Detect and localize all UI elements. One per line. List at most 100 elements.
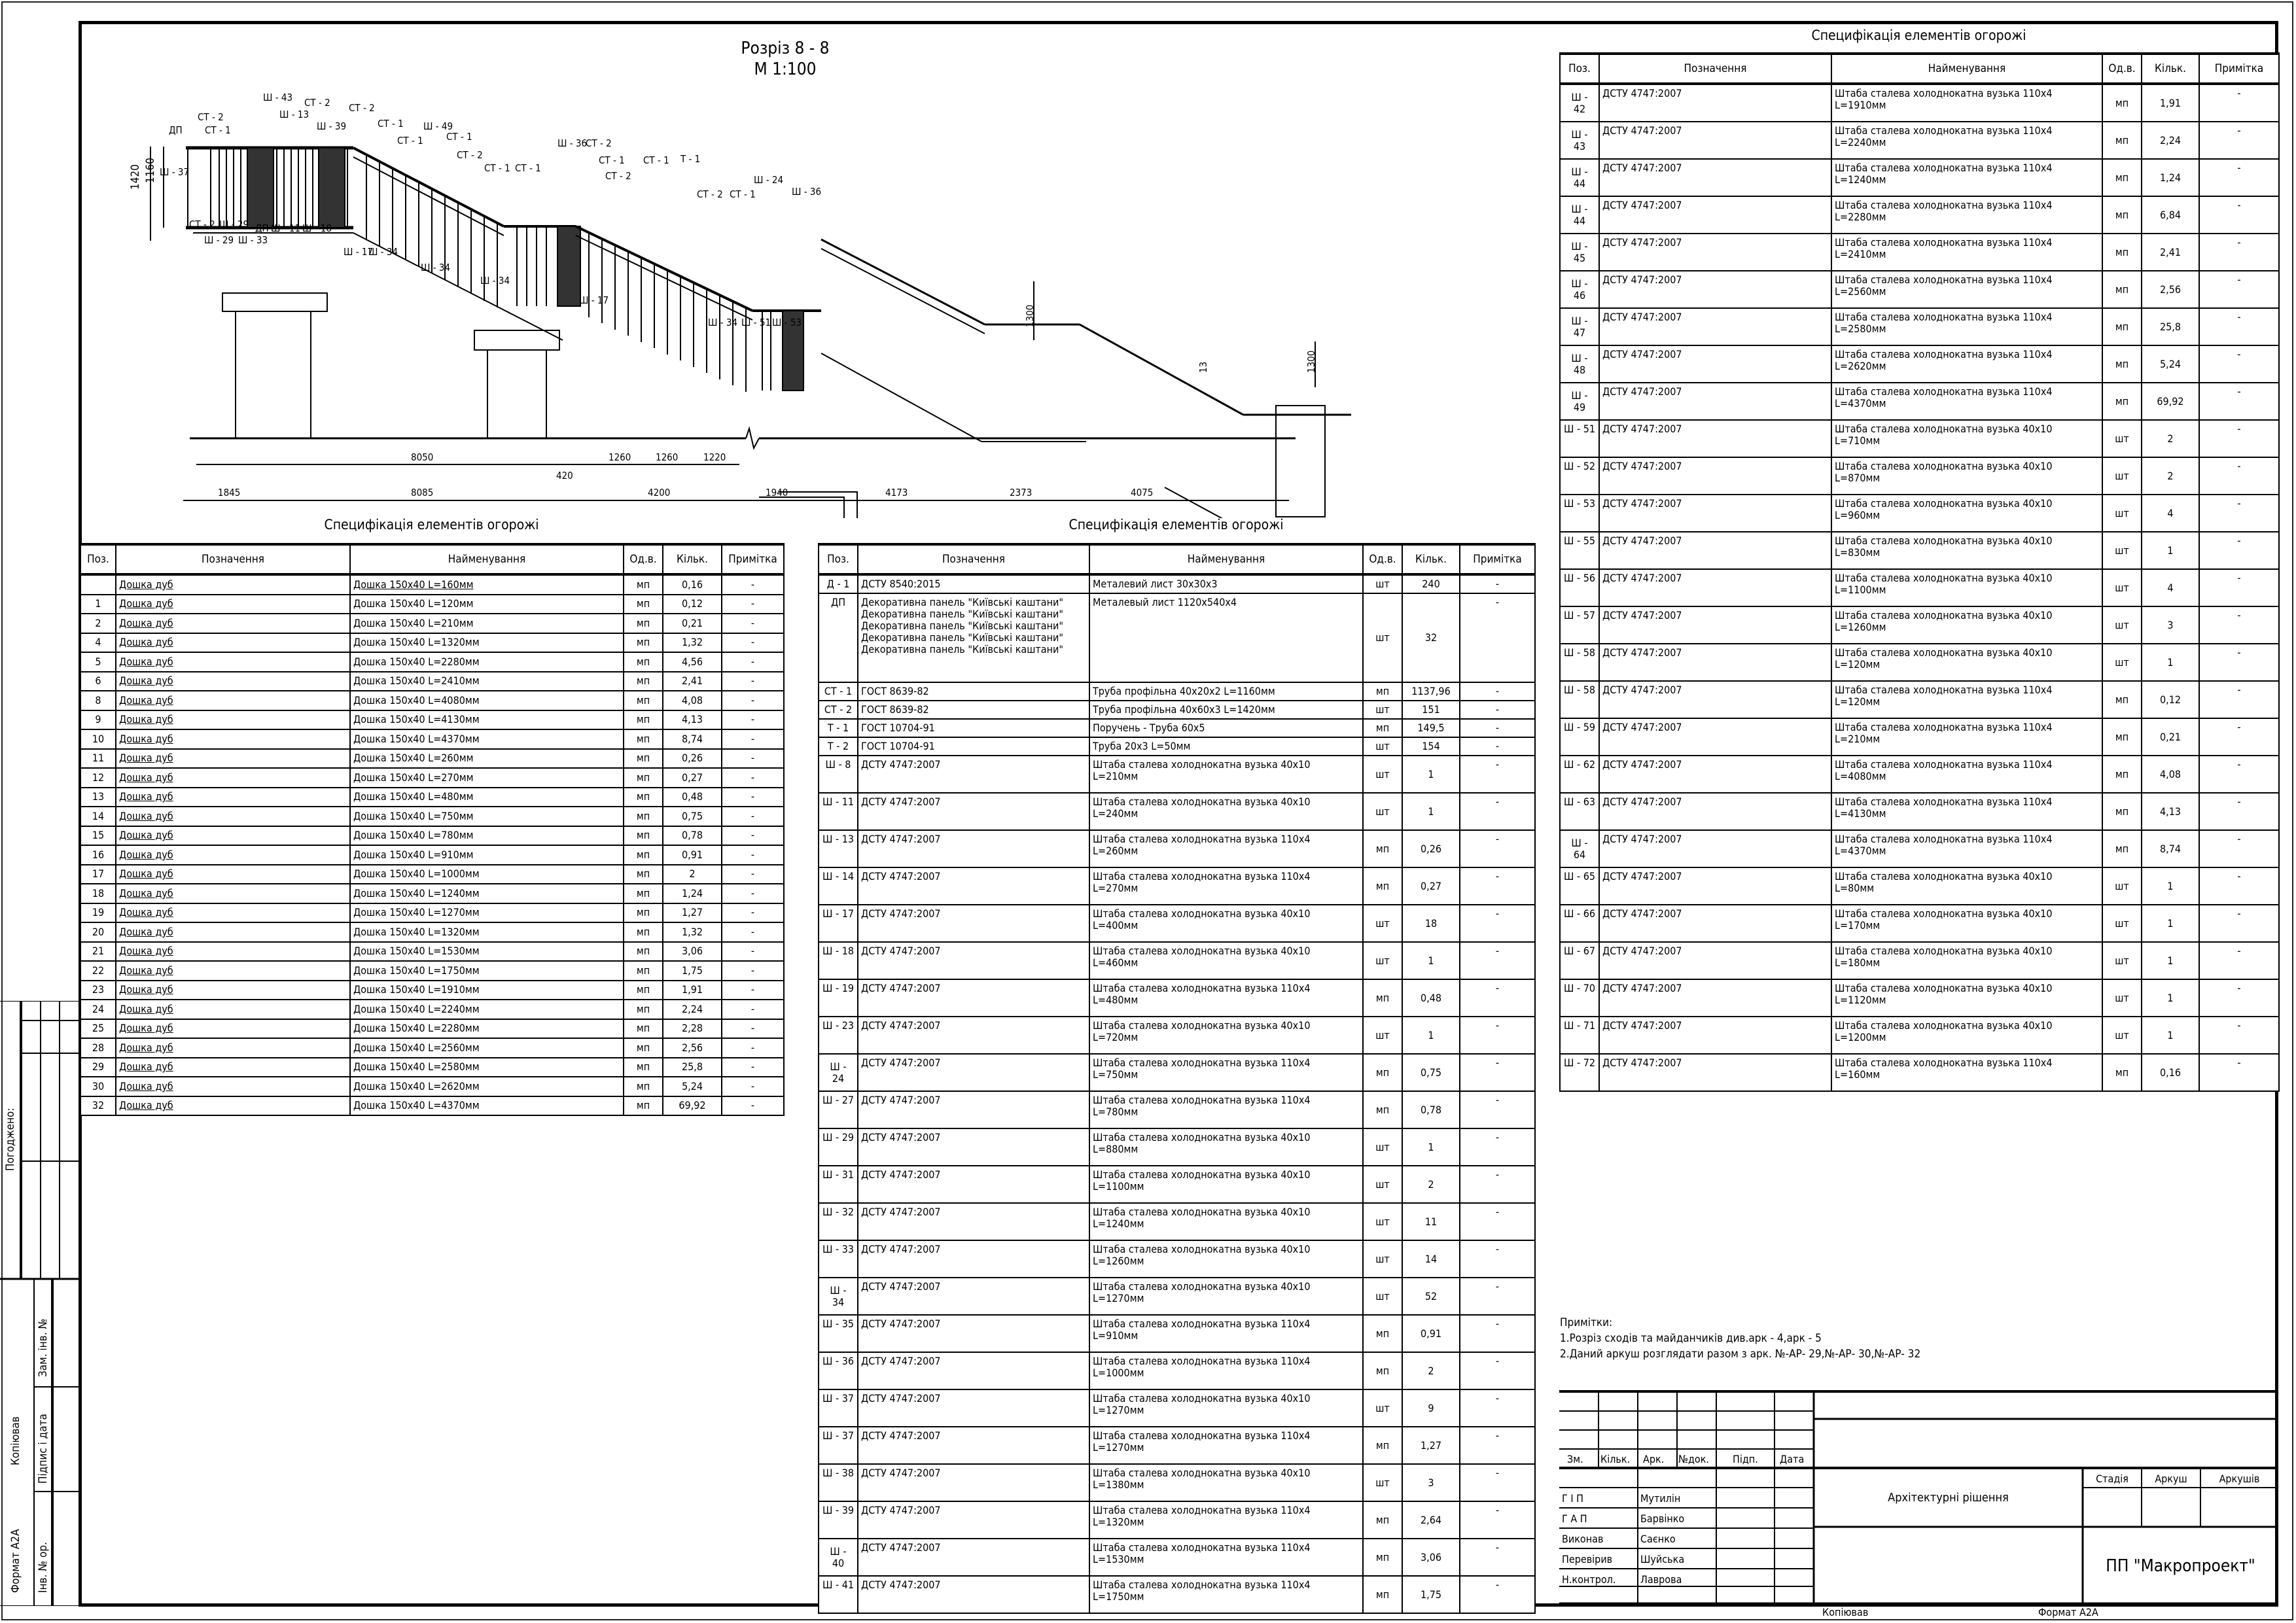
cell-name: Дошка 150х40 L=1320мм xyxy=(349,922,624,943)
cell-unit: мп xyxy=(2102,233,2142,271)
cell-name: Штаба сталева холоднокатна вузька 110х4 … xyxy=(1089,1575,1364,1614)
cell-designation: ДСТУ 4747:2007 xyxy=(857,1463,1090,1502)
cell-qty: 1 xyxy=(1402,792,1460,831)
cell-qty: 2,41 xyxy=(2141,233,2200,271)
cell-designation: Дошка дуб xyxy=(115,922,351,943)
cell-name: Дошка 150х40 L=4080мм xyxy=(349,690,624,711)
cell-designation: Дошка дуб xyxy=(115,652,351,672)
cell-name: Штаба сталева холоднокатна вузька 40х10 … xyxy=(1089,1463,1364,1502)
cell-designation: ДСТУ 4747:2007 xyxy=(1598,345,1832,383)
cell-pos: Ш - 33 xyxy=(818,1240,858,1278)
cell-unit: мп xyxy=(2102,345,2142,383)
cell-pos: Д - 1 xyxy=(818,574,858,594)
cell-designation: ДСТУ 4747:2007 xyxy=(1598,1053,1832,1092)
cell-designation: Дошка дуб xyxy=(115,709,351,730)
cell-qty: 1 xyxy=(1402,941,1460,980)
cell-pos: 8 xyxy=(80,690,116,711)
cell-unit: шт xyxy=(2102,979,2142,1017)
cell-pos: Ш - 71 xyxy=(1559,1016,1600,1055)
cell-designation: Дошка дуб xyxy=(115,767,351,788)
cell-name: Штаба сталева холоднокатна вузька 110х4 … xyxy=(1831,270,2103,309)
cell-note: - xyxy=(721,979,785,1000)
role-checked: Перевірив xyxy=(1562,1553,1613,1565)
cell-note: - xyxy=(1459,593,1536,683)
cell-note: - xyxy=(721,902,785,923)
callout-st2-f: СТ - 2 xyxy=(605,170,631,182)
cell-designation: Дошка дуб xyxy=(115,864,351,884)
cell-qty: 25,8 xyxy=(662,1056,722,1077)
cell-unit: мп xyxy=(623,979,663,1000)
cell-designation: ДСТУ 4747:2007 xyxy=(857,941,1090,980)
cell-note: - xyxy=(1459,718,1536,738)
cell-note: - xyxy=(721,960,785,981)
cell-pos: Ш - 48 xyxy=(1559,345,1600,383)
cell-name: Штаба сталева холоднокатна вузька 40х10 … xyxy=(1089,1165,1364,1204)
cell-qty: 2 xyxy=(662,864,722,884)
callout-st1-b: СТ - 1 xyxy=(378,118,404,130)
cell-designation: ГОСТ 10704-91 xyxy=(857,718,1090,738)
cell-unit: мп xyxy=(2102,83,2142,122)
cell-qty: 1 xyxy=(2141,979,2200,1017)
cell-name: Штаба сталева холоднокатна вузька 110х4 … xyxy=(1089,979,1364,1017)
callout-st2: СТ - 2 xyxy=(198,111,224,123)
cell-note: - xyxy=(2199,941,2280,980)
cell-name: Дошка 150х40 L=160мм xyxy=(349,574,624,595)
cell-pos: 28 xyxy=(80,1038,116,1058)
cell-qty: 5,24 xyxy=(2141,345,2200,383)
cell-qty: 3 xyxy=(2141,606,2200,644)
cell-name: Штаба сталева холоднокатна вузька 110х4 … xyxy=(1089,1538,1364,1577)
cell-pos: 12 xyxy=(80,767,116,788)
cell-pos: 15 xyxy=(80,825,116,846)
cell-note: - xyxy=(721,883,785,904)
cell-name: Штаба сталева холоднокатна вузька 110х4 … xyxy=(1089,867,1364,905)
cell-note: - xyxy=(721,1038,785,1058)
cell-name: Штаба сталева холоднокатна вузька 40х10 … xyxy=(1089,1240,1364,1278)
dim-upper-1260b: 1260 xyxy=(656,451,679,463)
cell-name: Дошка 150х40 L=2280мм xyxy=(349,1018,624,1039)
callout-st2-c: СТ - 2 xyxy=(349,102,375,114)
cell-unit: мп xyxy=(1362,979,1403,1017)
cell-name: Дошка 150х40 L=1270мм xyxy=(349,902,624,923)
cell-note: - xyxy=(1459,941,1536,980)
cell-name: Штаба сталева холоднокатна вузька 110х4 … xyxy=(1089,1352,1364,1390)
cell-designation: ДСТУ 4747:2007 xyxy=(1598,270,1832,309)
cell-name: Дошка 150х40 L=2410мм xyxy=(349,671,624,691)
cell-designation: ДСТУ 4747:2007 xyxy=(1598,419,1832,458)
cell-note: - xyxy=(1459,755,1536,794)
callout-sh29: Ш - 29 xyxy=(219,218,249,230)
header-note: Примітка xyxy=(2199,52,2280,85)
cell-name: Штаба сталева холоднокатна вузька 110х4 … xyxy=(1089,1426,1364,1465)
cell-pos: 11 xyxy=(80,748,116,769)
cell-qty: 52 xyxy=(1402,1277,1460,1316)
dim-lower-4200: 4200 xyxy=(648,487,671,498)
cell-qty: 4 xyxy=(2141,568,2200,607)
cell-designation: Дошка дуб xyxy=(115,1018,351,1039)
cell-name: Штаба сталева холоднокатна вузька 110х4 … xyxy=(1089,1091,1364,1129)
cell-note: - xyxy=(721,1018,785,1039)
cell-note: - xyxy=(721,767,785,788)
callout-sh34: Ш - 34 xyxy=(368,246,398,258)
cell-unit: шт xyxy=(2102,457,2142,495)
callout-sh53: Ш - 53 xyxy=(772,317,802,328)
dim-vertical-1300-b: 1300 xyxy=(1305,350,1317,373)
cell-note: - xyxy=(2199,718,2280,756)
cell-designation: Дошка дуб xyxy=(115,729,351,750)
cell-unit: шт xyxy=(1362,904,1403,943)
cell-designation: ДСТУ 4747:2007 xyxy=(857,867,1090,905)
cell-unit: шт xyxy=(1362,792,1403,831)
name-normcontrol: Лаврова xyxy=(1640,1573,1682,1586)
